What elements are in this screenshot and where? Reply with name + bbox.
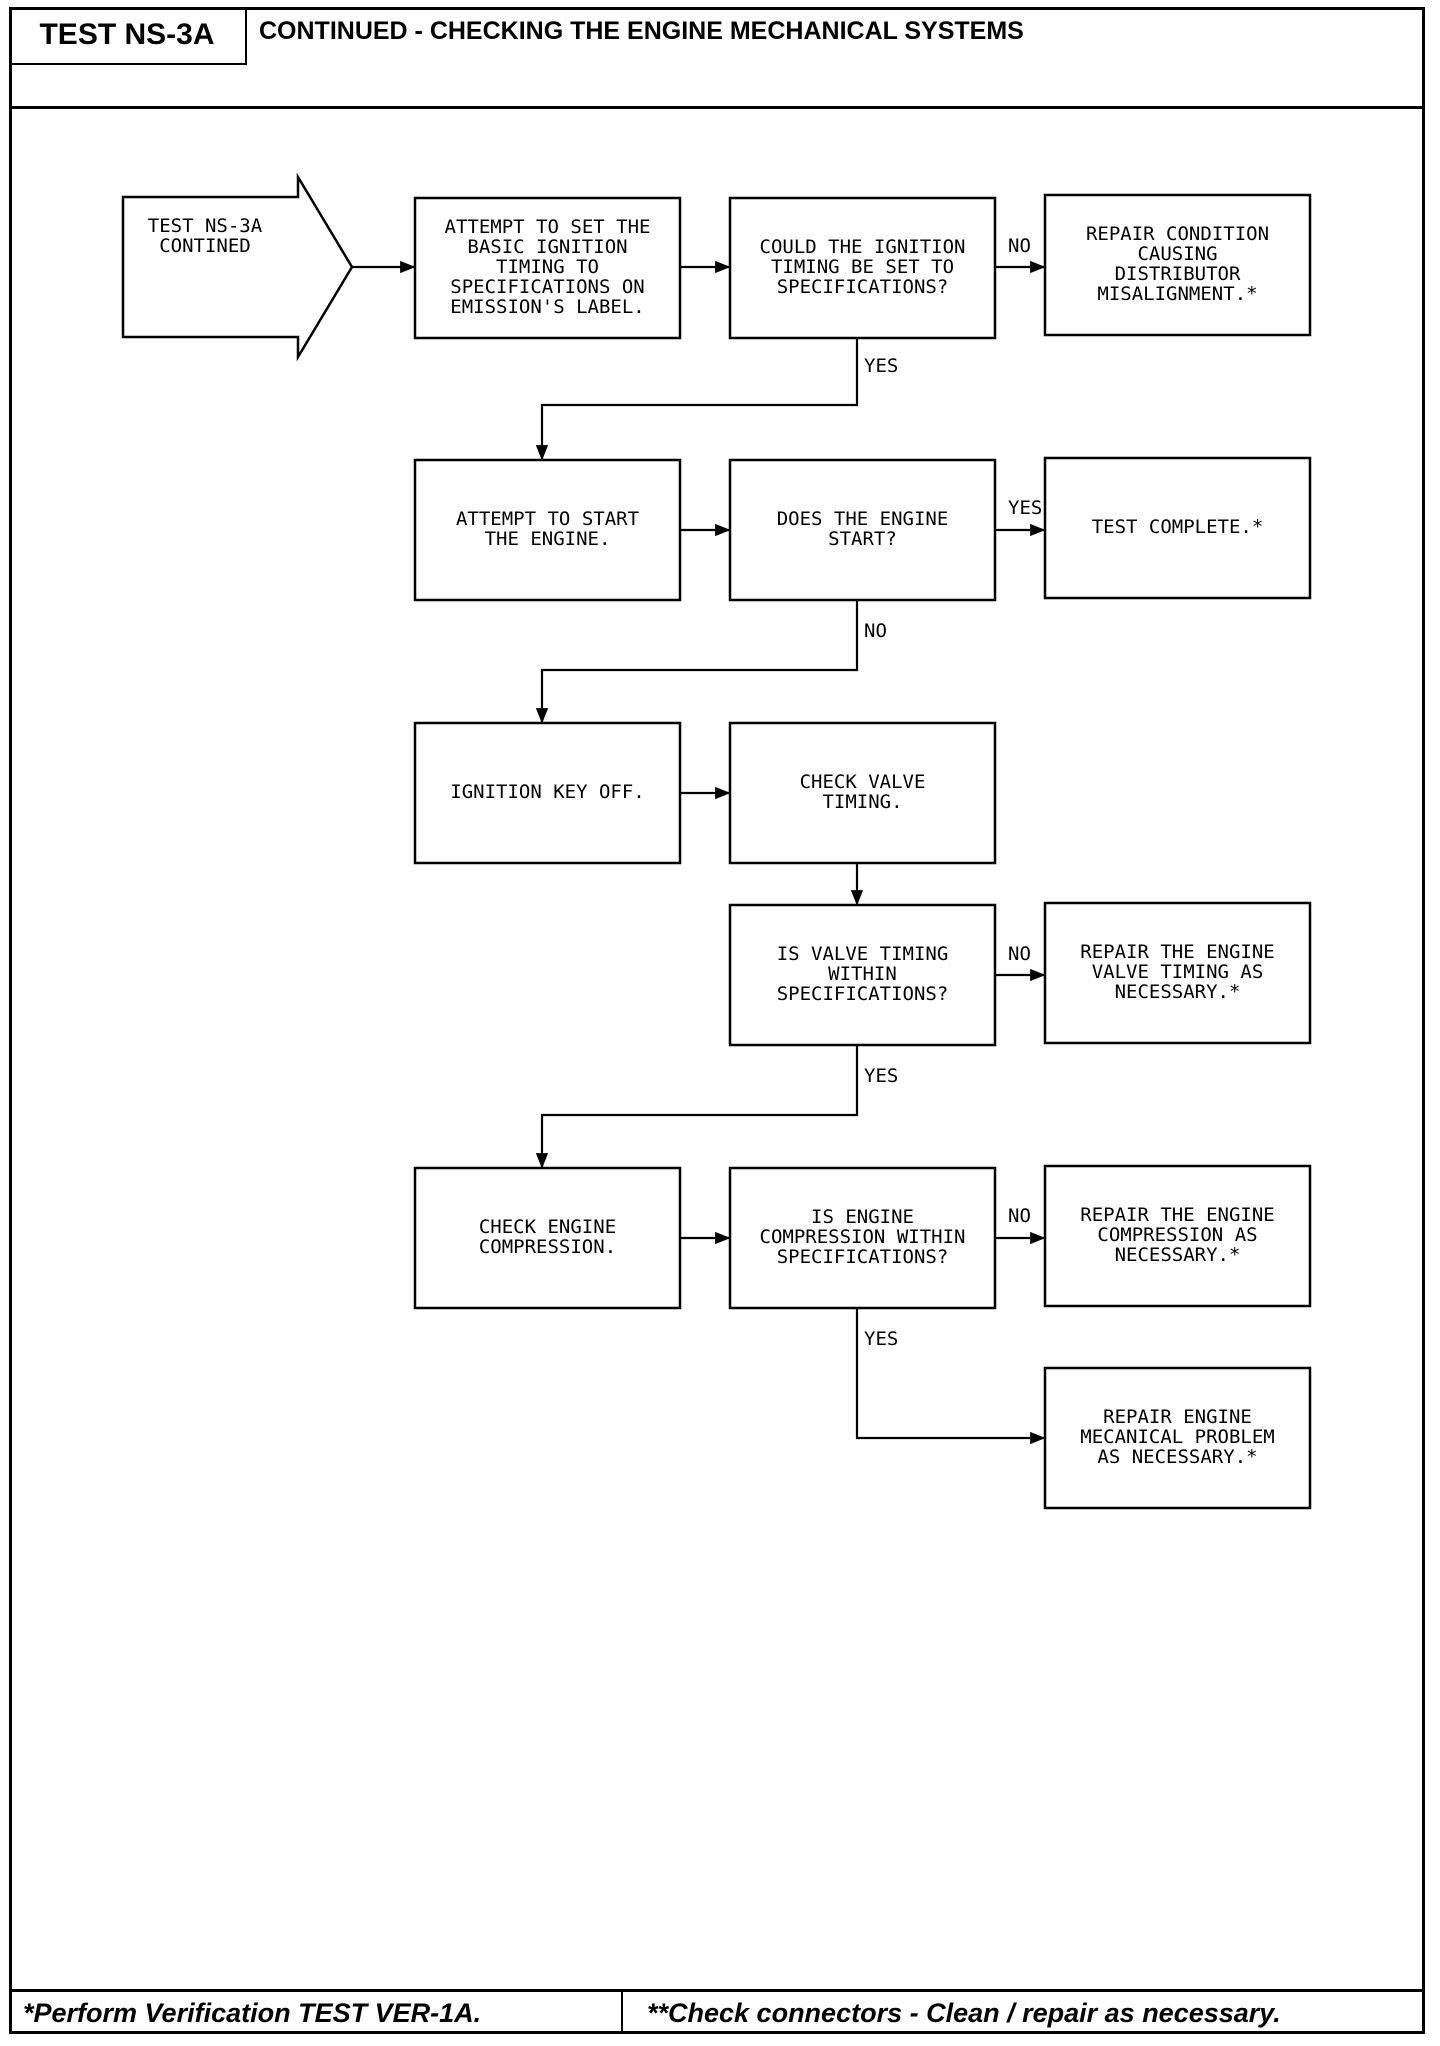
footer-bar: *Perform Verification TEST VER-1A. **Che… — [9, 1989, 1425, 2034]
edge-line — [535, 338, 859, 461]
node-text-line: WITHIN — [828, 963, 897, 985]
edge-line — [535, 1045, 859, 1169]
node-text-line: SPECIFICATIONS? — [777, 983, 949, 1005]
edge-timing-set-q-to-repair-distributor: NO — [995, 235, 1046, 274]
footer-divider — [621, 1992, 623, 2034]
node-repair-distributor: REPAIR CONDITIONCAUSINGDISTRIBUTORMISALI… — [1043, 193, 1312, 337]
edge-engine-start-q-to-key-off: NO — [535, 600, 887, 724]
node-box — [1043, 193, 1312, 337]
node-box — [1043, 456, 1312, 600]
footer-note-connectors: **Check connectors - Clean / repair as n… — [647, 1998, 1281, 2028]
node-text-line: IS VALVE TIMING — [777, 943, 949, 965]
node-text-line: COMPRESSION AS — [1097, 1224, 1257, 1246]
node-text-line: TEST COMPLETE.* — [1092, 516, 1264, 538]
page-title: CONTINUED - CHECKING THE ENGINE MECHANIC… — [259, 17, 1024, 45]
node-key-off: IGNITION KEY OFF. — [413, 721, 682, 865]
node-text-line: ATTEMPT TO SET THE — [445, 216, 651, 238]
node-box — [413, 458, 682, 602]
node-test-complete: TEST COMPLETE.* — [1043, 456, 1312, 600]
node-text-line: TIMING BE SET TO — [771, 256, 954, 278]
edge-label: YES — [1008, 497, 1042, 519]
node-text-line: SPECIFICATIONS ON — [450, 276, 644, 298]
node-box — [728, 903, 997, 1047]
node-text-line: CHECK ENGINE — [479, 1216, 616, 1238]
edge-valve-timing-q-to-check-compression: YES — [535, 1045, 898, 1169]
node-text-line: REPAIR ENGINE — [1103, 1406, 1252, 1428]
node-box — [1043, 1164, 1312, 1308]
entry-arrow-label: TEST NS-3A — [148, 215, 263, 237]
edge-label: YES — [864, 1065, 898, 1087]
node-text-line: AS NECESSARY.* — [1097, 1446, 1257, 1468]
node-text-line: REPAIR THE ENGINE — [1080, 941, 1274, 963]
edge-label: NO — [1008, 1205, 1031, 1227]
node-box — [413, 196, 682, 340]
edge-line — [855, 1308, 1046, 1445]
entry-arrow-label: CONTINED — [159, 235, 251, 257]
node-box — [413, 1166, 682, 1310]
node-text-line: CHECK VALVE — [800, 771, 926, 793]
node-text-line: ATTEMPT TO START — [456, 508, 639, 530]
node-text-line: DOES THE ENGINE — [777, 508, 949, 530]
test-id-label: TEST NS-3A — [9, 7, 247, 65]
node-text-line: MECANICAL PROBLEM — [1080, 1426, 1274, 1448]
edge-label: NO — [1008, 943, 1031, 965]
node-text-line: START? — [828, 528, 897, 550]
node-box — [1043, 1366, 1312, 1510]
node-text-line: VALVE TIMING AS — [1092, 961, 1264, 983]
node-text-line: COULD THE IGNITION — [760, 236, 966, 258]
edge-compression-q-to-repair-compression: NO — [995, 1205, 1046, 1245]
node-box — [728, 196, 997, 340]
node-text-line: TIMING. — [822, 791, 902, 813]
node-box — [413, 721, 682, 865]
edge-line — [535, 600, 859, 724]
node-text-line: CAUSING — [1137, 243, 1217, 265]
edge-label: YES — [864, 1328, 898, 1350]
node-text-line: THE ENGINE. — [485, 528, 611, 550]
node-text-line: DISTRIBUTOR — [1115, 263, 1241, 285]
node-text-line: SPECIFICATIONS? — [777, 276, 949, 298]
node-text-line: MISALIGNMENT.* — [1097, 283, 1257, 305]
node-text-line: IGNITION KEY OFF. — [450, 781, 644, 803]
node-text-line: BASIC IGNITION — [467, 236, 627, 258]
edge-label: NO — [1008, 235, 1031, 257]
node-box — [728, 1166, 997, 1310]
node-text-line: TIMING TO — [496, 256, 599, 278]
node-text-line: IS ENGINE — [811, 1206, 914, 1228]
edge-label: YES — [864, 355, 898, 377]
node-text-line: EMISSION'S LABEL. — [450, 296, 644, 318]
node-text-line: COMPRESSION. — [479, 1236, 616, 1258]
edge-timing-set-q-to-start-engine: YES — [535, 338, 898, 461]
node-text-line: NECESSARY.* — [1115, 1244, 1241, 1266]
node-text-line: SPECIFICATIONS? — [777, 1246, 949, 1268]
node-box — [1043, 901, 1312, 1045]
node-text-line: REPAIR CONDITION — [1086, 223, 1269, 245]
node-text-line: COMPRESSION WITHIN — [760, 1226, 966, 1248]
page-frame — [9, 7, 1425, 2034]
edge-valve-timing-q-to-repair-valve: NO — [995, 943, 1046, 982]
node-text-line: REPAIR THE ENGINE — [1080, 1204, 1274, 1226]
edge-engine-start-q-to-test-complete: YES — [995, 497, 1046, 537]
edge-label: NO — [864, 620, 887, 642]
footer-note-verification: *Perform Verification TEST VER-1A. — [23, 1998, 482, 2028]
entry-arrow-shape — [121, 172, 354, 362]
node-box — [728, 721, 997, 865]
edge-compression-q-to-repair-mechanical: YES — [855, 1308, 1046, 1445]
header-bar: TEST NS-3A CONTINUED - CHECKING THE ENGI… — [9, 7, 1425, 109]
node-box — [728, 458, 997, 602]
node-text-line: NECESSARY.* — [1115, 981, 1241, 1003]
